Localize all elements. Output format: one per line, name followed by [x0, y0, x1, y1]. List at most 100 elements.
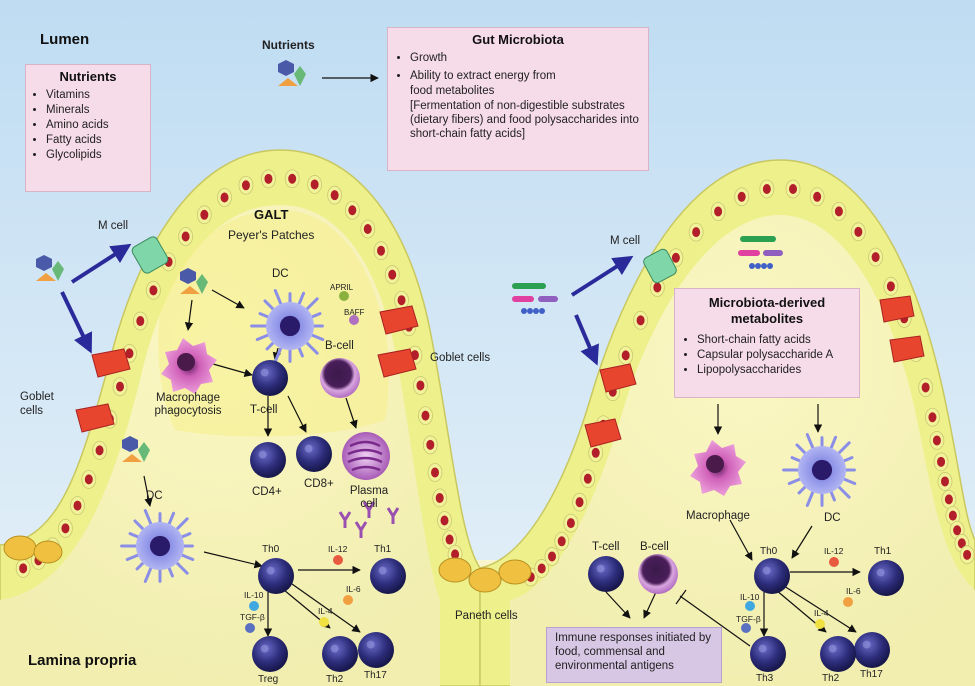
gut-microbiota-title: Gut Microbiota: [472, 32, 564, 47]
epithelial-cell: [941, 489, 957, 509]
nutrient-icon-top: [278, 60, 306, 86]
treg-cell: [252, 636, 288, 672]
epithelial-cell: [178, 227, 194, 246]
metabolite-item: Short-chain fatty acids: [697, 333, 851, 348]
th17-left: [358, 632, 394, 668]
cd4-cell: [250, 442, 286, 478]
nutrients-box-title: Nutrients: [59, 69, 117, 84]
dc-bottom-label: DC: [146, 490, 163, 502]
epithelial-cell: [422, 435, 438, 455]
goblet-cells-left-label: Goblet cells: [20, 391, 54, 417]
epithelial-cell: [918, 378, 934, 397]
il4-right-label: IL-4: [814, 608, 829, 618]
th1-left-label: Th1: [374, 544, 392, 555]
epithelial-cell: [145, 280, 161, 300]
th0-right-label: Th0: [760, 546, 778, 557]
m-cell-left: [131, 236, 169, 274]
epithelial-cell: [413, 376, 428, 395]
nutrient-item: Glycolipids: [46, 148, 144, 163]
paneth-cells-label: Paneth cells: [455, 610, 518, 622]
nutrient-icon-mcell: [36, 255, 64, 281]
macrophage-left: [161, 338, 217, 394]
t-cell-right: [588, 556, 624, 592]
epithelial-cell: [633, 310, 648, 330]
plasma-cell: [342, 432, 390, 480]
metabolites-box: Microbiota-derived metabolites Short-cha…: [674, 288, 860, 398]
th1-left: [370, 558, 406, 594]
il12-left-label: IL-12: [328, 544, 348, 554]
epithelial-cell: [937, 472, 953, 491]
macrophage-right: [690, 440, 746, 496]
epithelial-cell: [81, 469, 97, 489]
epithelial-cell: [618, 345, 634, 365]
epithelial-cell: [959, 545, 975, 565]
entry-arrows: [60, 243, 634, 366]
metabolite-item: Capsular polysaccharide A: [697, 348, 851, 363]
epithelial-cell: [238, 175, 254, 195]
epithelial-cell: [649, 278, 665, 297]
bacteria-icon-left-right: [512, 283, 558, 314]
epithelial-cell: [58, 518, 73, 538]
epithelial-cell: [15, 558, 31, 578]
epithelial-cell: [929, 431, 945, 450]
epithelial-cell: [688, 222, 704, 242]
epithelial-cell: [427, 463, 443, 482]
th0-right: [754, 558, 790, 594]
treg-label: Treg: [258, 674, 279, 685]
antibodies: [338, 501, 400, 538]
epithelial-cell: [933, 452, 949, 472]
epithelial-cell: [563, 513, 579, 533]
th3-label: Th3: [756, 673, 774, 684]
th17-right-label: Th17: [860, 669, 883, 680]
cytokines: [245, 291, 853, 633]
goblet-cells: [75, 295, 925, 448]
epithelial-cell: [373, 241, 389, 261]
nutrient-item: Amino acids: [46, 118, 144, 133]
epithelial-cell: [112, 377, 128, 397]
cd8-cell: [296, 436, 332, 472]
epithelial-cell: [394, 290, 409, 310]
dc-right-label: DC: [824, 512, 841, 524]
il12-right-label: IL-12: [824, 546, 844, 556]
lymphocytes: [250, 360, 904, 672]
th1-right-label: Th1: [874, 546, 892, 557]
nutrient-icon-dc: [122, 436, 150, 462]
tgfb-left-label: TGF-β: [240, 612, 265, 622]
il10-right-label: IL-10: [740, 592, 760, 602]
dc-right: [782, 433, 857, 507]
epithelial-cell: [588, 443, 604, 463]
epithelial-cell: [925, 407, 940, 427]
lumen-label: Lumen: [40, 31, 90, 48]
il6-right-label: IL-6: [846, 586, 861, 596]
epithelial-cell: [344, 200, 360, 220]
th0-left: [258, 558, 294, 594]
epithelial-cell: [327, 185, 343, 205]
epithelial-cell: [196, 205, 212, 225]
epithelial-cell: [217, 188, 232, 207]
th2-right-label: Th2: [822, 673, 840, 684]
epithelial-cell: [432, 488, 448, 508]
epithelial-cell: [307, 175, 323, 194]
immune-responses-box: Immune responses initiated by food, comm…: [546, 627, 722, 683]
lamina-propria-label: Lamina propria: [28, 652, 137, 669]
th3-cell: [750, 636, 786, 672]
epithelial-cell: [868, 247, 884, 267]
dc-top-label: DC: [272, 268, 289, 280]
cd8-label: CD8+: [304, 478, 334, 490]
epithelial-cell: [132, 311, 148, 331]
baff-label: BAFF: [344, 308, 365, 317]
nutrients-top-label: Nutrients: [262, 38, 315, 52]
epithelial-cell: [437, 511, 452, 530]
epithelial-cell: [70, 496, 85, 516]
t-cell-left: [252, 360, 288, 396]
epithelial-cell: [809, 187, 825, 207]
m-cell-right: [643, 248, 677, 284]
tgfb-right-label: TGF-β: [736, 614, 761, 624]
dendritic-cells: [120, 289, 857, 583]
epithelial-cell: [580, 469, 596, 489]
epithelial-cell: [442, 530, 457, 549]
epithelial-cell: [710, 202, 726, 221]
th1-right: [868, 560, 904, 596]
il10-left-label: IL-10: [244, 590, 264, 600]
